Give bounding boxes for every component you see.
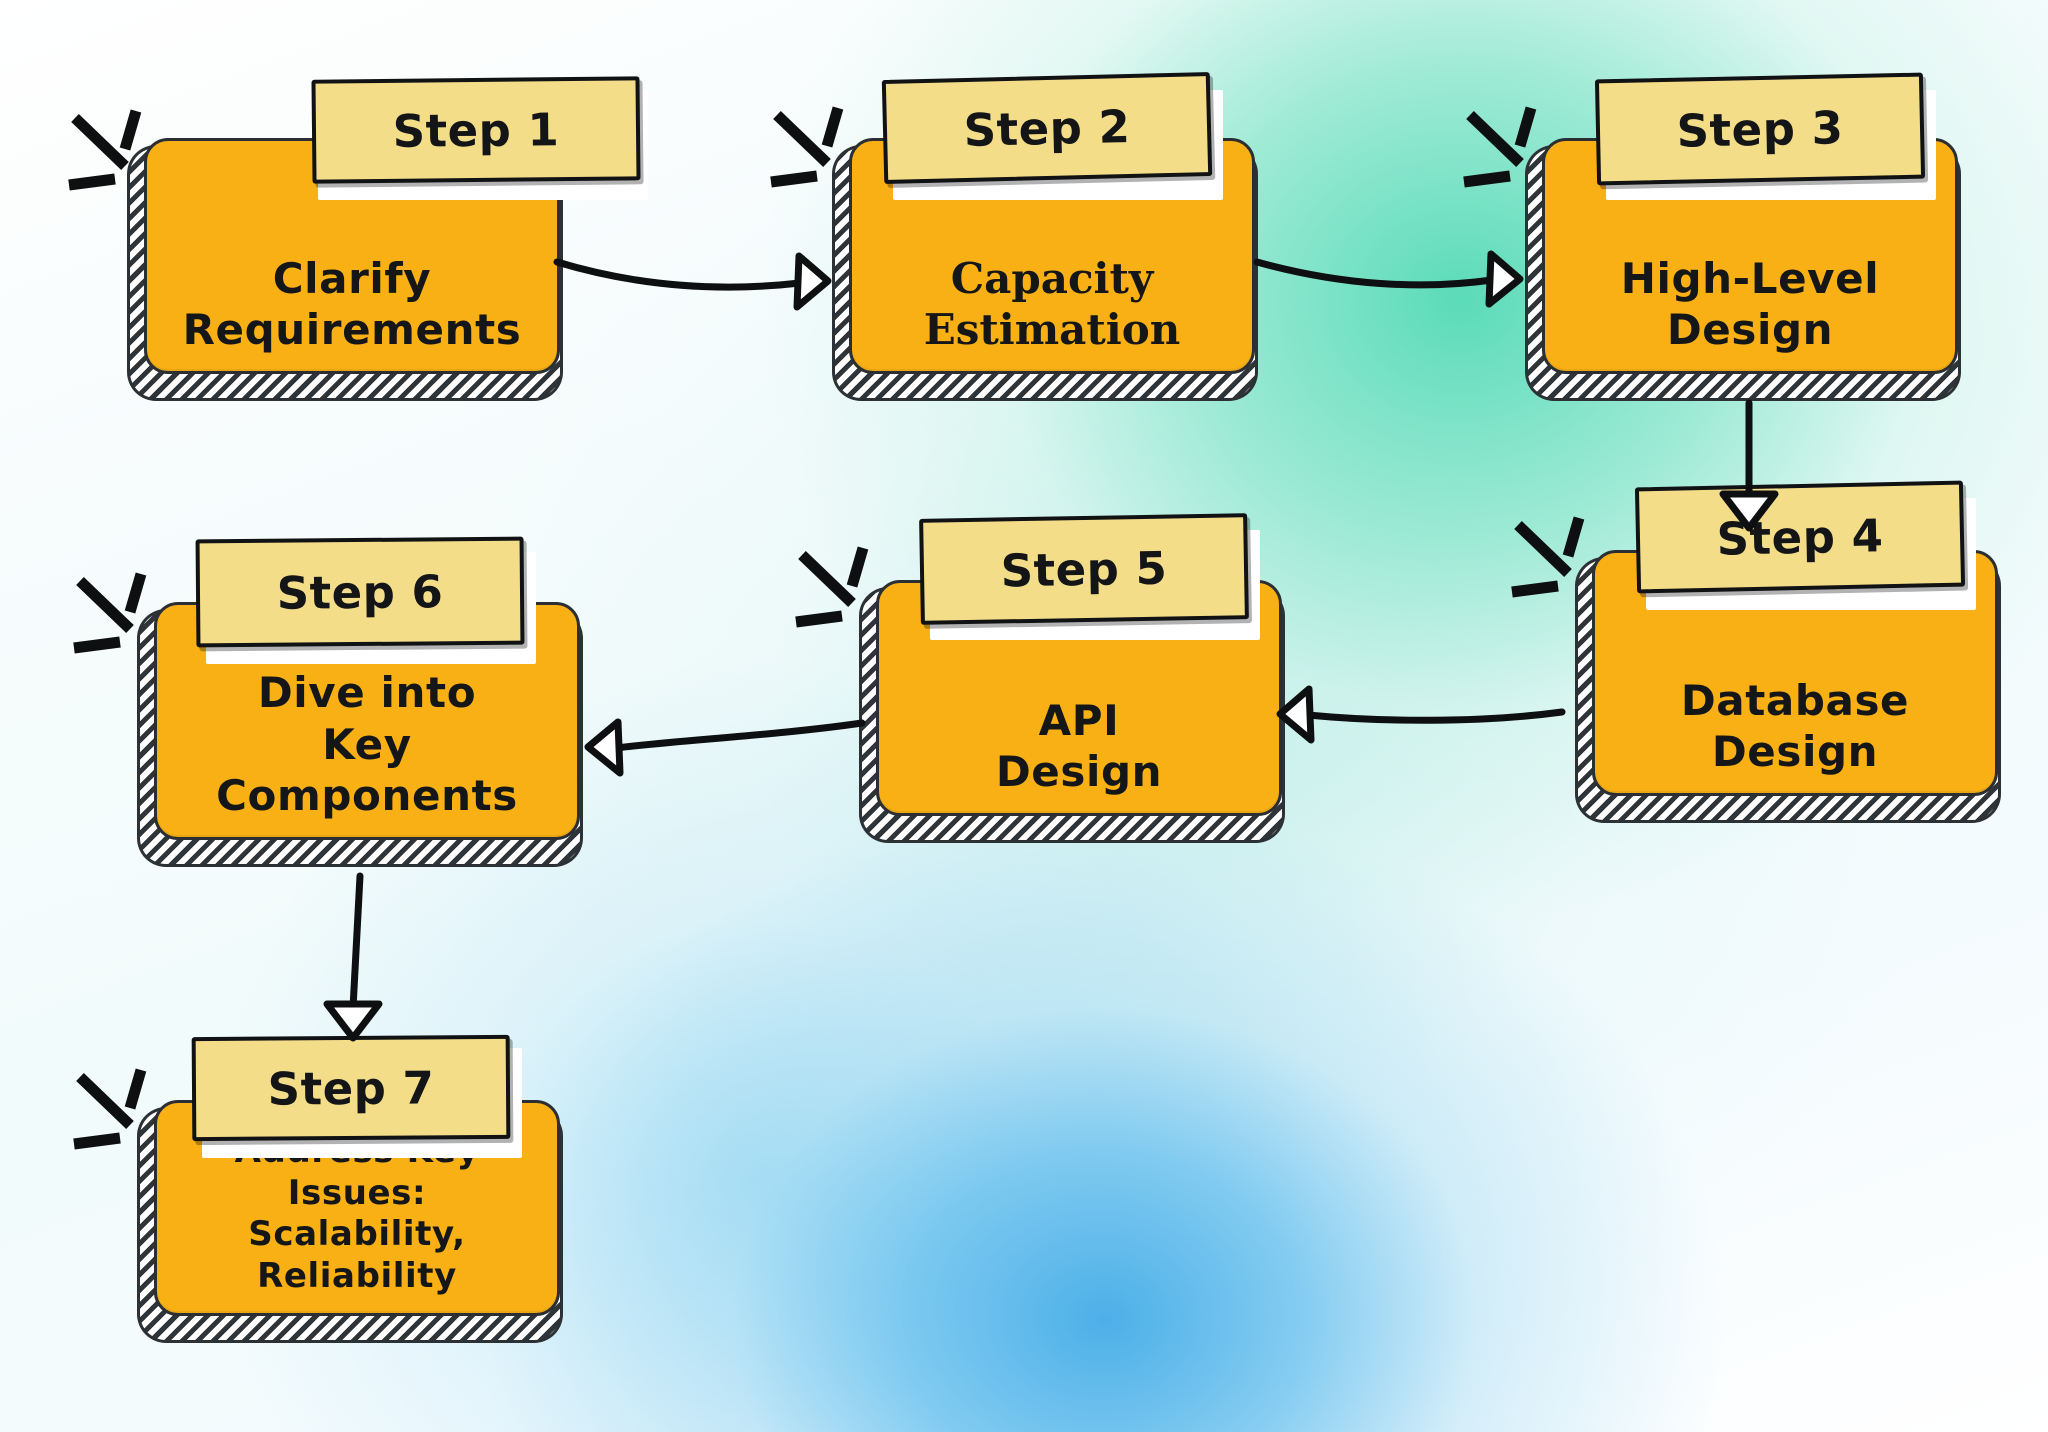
tab-label: Step 4 xyxy=(1716,508,1884,566)
node-step-7[interactable]: Address Key Issues: Scalability, Reliabi… xyxy=(73,1034,560,1340)
edge-step2-step3 xyxy=(1253,250,1524,308)
tab-step-1[interactable]: Step 1 xyxy=(311,76,641,184)
tab-step-5[interactable]: Step 5 xyxy=(919,513,1249,625)
tab-step-2[interactable]: Step 2 xyxy=(881,72,1213,184)
node-step-1[interactable]: Clarify Requirements Step 1 xyxy=(68,76,648,398)
edge-step1-step2 xyxy=(553,252,832,311)
tab-label: Step 5 xyxy=(1000,541,1168,597)
node-description: Capacity Estimation xyxy=(923,253,1181,354)
node-description: API Design xyxy=(995,695,1163,796)
tab-label: Step 6 xyxy=(276,564,444,620)
edge-step6-step7 xyxy=(323,872,383,1042)
node-description: Database Design xyxy=(1680,675,1910,776)
node-step-2[interactable]: Capacity Estimation Step 2 xyxy=(770,72,1255,398)
tab-label: Step 3 xyxy=(1676,100,1844,158)
tab-label: Step 1 xyxy=(392,102,560,158)
node-step-3[interactable]: High-Level Design Step 3 xyxy=(1463,72,1958,398)
edge-step4-step5 xyxy=(1276,685,1566,744)
tab-label: Step 7 xyxy=(267,1060,435,1116)
tab-label: Step 2 xyxy=(963,99,1131,157)
tab-step-3[interactable]: Step 3 xyxy=(1594,72,1926,186)
node-step-4[interactable]: Database Design Step 4 xyxy=(1511,480,1998,820)
tab-step-6[interactable]: Step 6 xyxy=(195,536,525,648)
tab-step-4[interactable]: Step 4 xyxy=(1634,480,1966,594)
node-description: High-Level Design xyxy=(1620,253,1880,354)
node-description: Clarify Requirements xyxy=(182,253,522,354)
node-step-6[interactable]: Dive into Key Components Step 6 xyxy=(73,536,580,864)
tab-step-7[interactable]: Step 7 xyxy=(191,1034,511,1142)
node-description: Dive into Key Components xyxy=(216,668,518,820)
edge-step5-step6 xyxy=(584,718,866,777)
node-step-5[interactable]: API Design Step 5 xyxy=(795,513,1282,840)
